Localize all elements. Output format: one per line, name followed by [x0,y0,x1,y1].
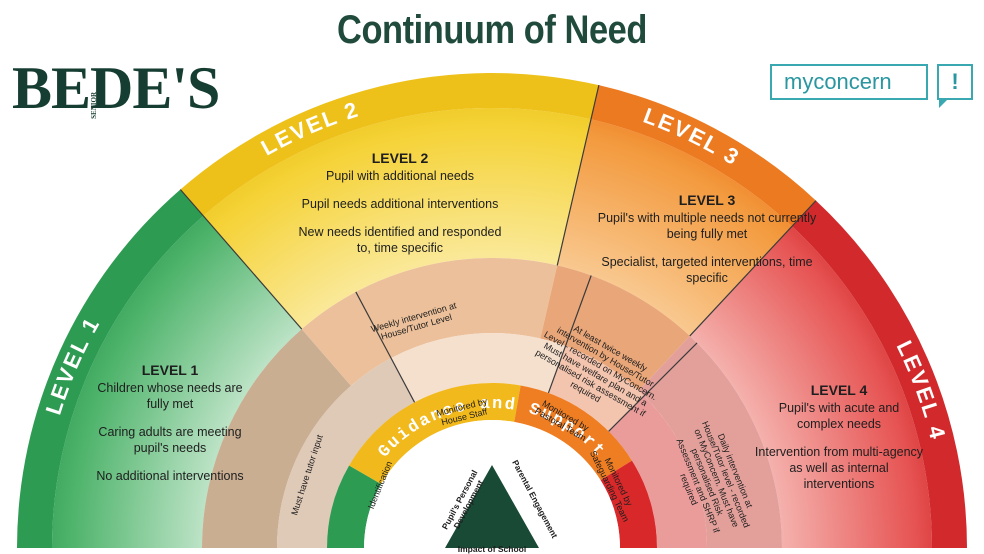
inner-ring-level2 [391,332,566,403]
level1-text: LEVEL 1 Children whose needs are fully m… [90,362,250,484]
level3-line1: Pupil's with multiple needs not currentl… [597,211,817,241]
inner-ring-level1 [277,358,415,548]
level1-line2: Caring adults are meeting pupil's needs [98,425,242,455]
level3-text: LEVEL 3 Pupil's with multiple needs not … [597,192,817,286]
level2-line3: New needs identified and responded to, t… [298,225,502,255]
level4-wedge [689,226,932,548]
guidance-band-red [600,460,657,548]
level3-wedge [557,119,793,336]
level-divider-line [689,200,817,337]
bedes-logo-small: SENIOR [90,92,98,119]
triangle-icon [445,465,539,548]
middle-ring-level3 [540,265,690,391]
middle-ring-level1 [202,329,351,548]
middle-ring-level4 [638,335,782,548]
level2-line2: Pupil needs additional interventions [301,197,499,211]
page-title: Continuum of Need [337,8,647,52]
level-divider-line [608,342,698,432]
level2-text: LEVEL 2 Pupil with additional needs Pupi… [290,150,510,256]
level-divider-line [547,275,592,394]
level1-heading: LEVEL 1 [141,362,199,378]
level1-band [17,189,204,549]
middle-ring-level2 [301,258,558,386]
inner-ring-level4 [608,395,707,548]
level4-band [792,200,967,548]
guidance-band-green [327,465,382,548]
level2-band [180,73,599,216]
speech-tail-icon [939,98,949,108]
level4-line2: Intervention from multi-agency as well a… [754,445,924,491]
guidance-band-yellow [349,383,521,484]
level-divider-line [556,85,600,266]
level3-line2: Specialist, targeted interventions, time… [601,255,813,285]
level1-line1: Children whose needs are fully met [97,381,243,411]
level1-wedge [52,215,302,548]
level-divider-line [179,189,303,330]
level3-heading: LEVEL 3 [678,192,736,208]
level4-text: LEVEL 4 Pupil's with acute and complex n… [754,382,924,492]
level2-heading: LEVEL 2 [371,150,429,166]
level3-band [590,85,816,227]
level-divider-line [355,291,416,403]
triangle-bottom-label: Impact of School [457,544,527,554]
level4-heading: LEVEL 4 [810,382,868,398]
inner-ring-level3 [548,345,645,432]
bedes-logo: BEDE'S SENIOR [12,55,220,121]
level1-line3: No additional interventions [96,469,244,483]
level4-line1: Pupil's with acute and complex needs [778,401,900,431]
myconcern-alert-icon: ! [937,64,973,100]
bedes-logo-text: BEDE'S [12,55,220,121]
level2-wedge [203,108,591,330]
myconcern-logo: myconcern [770,64,928,100]
level2-line1: Pupil with additional needs [325,169,475,183]
guidance-band-orange [514,385,632,481]
